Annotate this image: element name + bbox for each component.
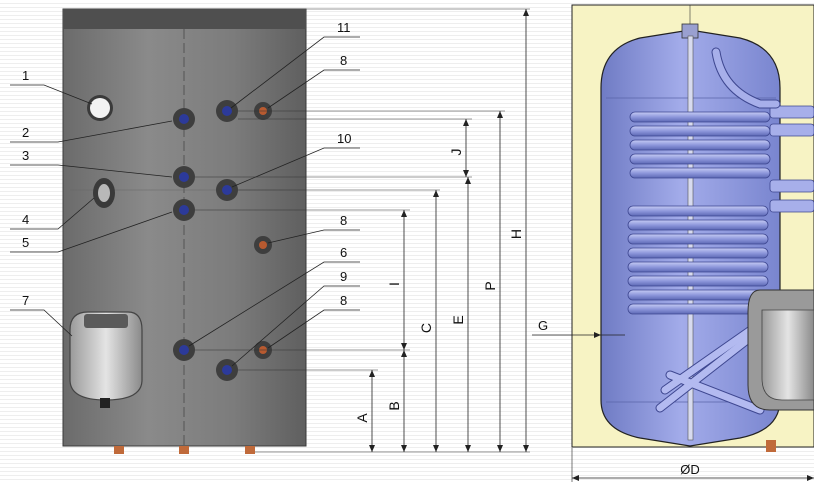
callout-5: 5 xyxy=(22,235,29,250)
dimension-labels: A B I C J E P H xyxy=(354,149,524,423)
tank-top-cap xyxy=(63,9,306,29)
pipe-connection-9 xyxy=(216,359,238,381)
pipe-connection-2 xyxy=(173,108,195,130)
callout-11: 11 xyxy=(337,20,351,35)
control-box-icon xyxy=(69,311,143,408)
anode-rod-icon xyxy=(93,178,115,208)
pipe-connection-6 xyxy=(173,339,195,361)
callout-6: 6 xyxy=(340,245,347,260)
callout-8-top: 8 xyxy=(340,53,347,68)
exterior-view xyxy=(62,8,307,454)
dimension-lines xyxy=(371,9,527,452)
callout-3: 3 xyxy=(22,148,29,163)
callout-10: 10 xyxy=(337,131,351,146)
tank-feet xyxy=(114,446,255,454)
callout-9: 9 xyxy=(340,269,347,284)
callout-7: 7 xyxy=(22,293,29,308)
dim-label-g: G xyxy=(538,318,548,333)
dimension-arrows xyxy=(369,9,529,452)
upper-heat-exchanger-coil xyxy=(629,111,771,179)
dim-label-b: B xyxy=(386,401,402,410)
callout-leaders xyxy=(10,36,360,367)
dim-label-e: E xyxy=(450,315,466,324)
dim-label-j: J xyxy=(448,149,464,156)
dim-label-p: P xyxy=(482,281,498,290)
control-box-side xyxy=(747,289,814,411)
dim-label-a: A xyxy=(354,413,370,423)
dimension-g: G xyxy=(532,318,625,338)
callout-4: 4 xyxy=(22,212,29,227)
pipe-connection-8-mid xyxy=(254,236,272,254)
callout-1: 1 xyxy=(22,68,29,83)
drain-foot xyxy=(766,440,776,452)
pipe-connection-5 xyxy=(173,199,195,221)
callout-8-low: 8 xyxy=(340,293,347,308)
callout-8-mid: 8 xyxy=(340,213,347,228)
pipe-connection-3 xyxy=(173,166,195,188)
dim-label-h: H xyxy=(508,229,524,239)
callout-labels: 1 2 3 4 5 7 11 8 10 8 6 9 8 xyxy=(22,20,351,308)
extension-lines xyxy=(195,8,530,453)
side-pipes xyxy=(769,105,814,213)
cutaway-view xyxy=(571,4,814,452)
callout-2: 2 xyxy=(22,125,29,140)
dimension-d: ØD xyxy=(571,448,814,482)
dim-label-c: C xyxy=(418,323,434,333)
pipe-connection-11 xyxy=(216,100,238,122)
lower-heat-exchanger-coil xyxy=(627,205,769,315)
dim-label-d: ØD xyxy=(680,462,700,477)
pipe-connection-10 xyxy=(216,179,238,201)
thermometer-icon xyxy=(87,95,113,121)
dim-label-i: I xyxy=(386,282,402,286)
